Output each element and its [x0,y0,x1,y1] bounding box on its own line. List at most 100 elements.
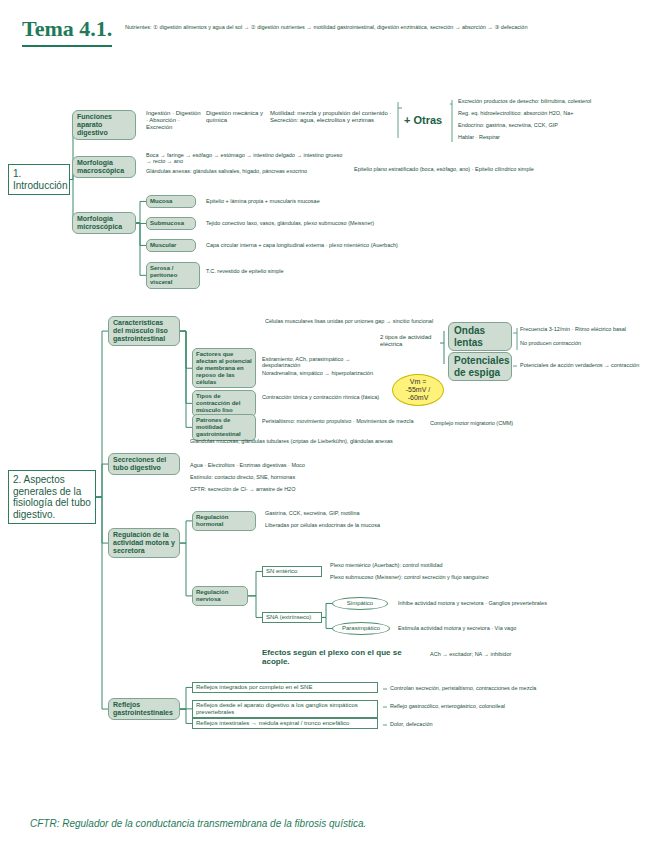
tree-connector [136,223,146,275]
note-text: Reg. eq. hidroelectrolítico: absorción H… [458,110,650,116]
note-text: Controlan secreción, peristaltismo, cont… [390,685,640,691]
note-text: Plexo submucoso (Meissner): control secr… [330,574,610,580]
note-text: Contracción tónica y contracción rítmica… [262,394,442,400]
topic-box: Ondas lentas [448,322,512,351]
node-text: Simpático [338,600,382,607]
topic-box: Reflejos desde el aparato digestivo a lo… [192,700,378,718]
node-text: Morfología macroscópica [77,159,131,175]
topic-box: Morfología microscópica [72,212,136,234]
note-text: Noradrenalina, simpático → hiperpolariza… [262,370,382,376]
note-text: Estímulo: contacto directo, SNE, hormona… [190,474,520,480]
topic-box: Tipos de contracción del músculo liso [192,390,256,417]
note-text: Nutrientes: ① digestión alimentos y agua… [125,24,650,30]
node-text: Serosa / peritoneo visceral [150,265,196,286]
tree-connector [96,331,108,497]
node-text: Submucosa [150,220,192,227]
tree-connector [180,687,192,709]
note-text: 2 tipos de actividad eléctrica [380,334,438,348]
node-text: Regulación nerviosa [196,589,244,603]
tree-connector [322,617,332,628]
note-text: Complejo motor migratorio (CMM) [430,420,580,426]
tree-connector [96,464,108,497]
note-text: Efectos según el plexo con el que se aco… [262,648,422,666]
topic-box: Patrones de motilidad gastrointestinal [192,414,256,441]
note-text: Boca → faringe → esófago → estómago → in… [146,152,346,165]
topic-box: Regulación de la actividad motora y secr… [108,528,180,558]
bracket [450,100,452,142]
note-text: Agua · Electrolitos · Enzimas digestivas… [190,462,520,468]
topic-box: Regulación nerviosa [192,586,248,606]
tree-connector [180,521,192,543]
note-text: Liberadas por células endocrinas de la m… [265,522,505,528]
topic-box: Mucosa [146,195,196,208]
topic-box: Regulación hormonal [192,511,256,531]
title-underline [22,45,112,47]
node-text: 1. Introducción [13,168,65,191]
section-box: 2. Aspectos generales de la fisiología d… [8,470,96,524]
tree-connector [96,497,108,709]
tree-connector [136,223,146,245]
bracket [398,102,402,138]
note-text: Plexo mientérico (Auerbach): control mot… [330,562,590,568]
note-text: ACh → excitador; NA → inhibidor [430,651,610,657]
note-text: Capa circular interna + capa longitudina… [206,242,486,248]
tree-connector [180,543,192,596]
note-text: Frecuencia 3-12/min · Ritmo eléctrico ba… [520,326,650,332]
note-text: Motilidad: mezcla y propulsión del conte… [270,110,394,124]
topic-box: Muscular [146,239,196,252]
node-text: Patrones de motilidad gastrointestinal [196,417,252,438]
topic-box: Factores que afectan al potencial de mem… [192,348,256,388]
bracket [513,328,517,366]
node-text: Reflejos gastrointestinales [113,701,175,717]
note-text: Endocrino: gastrina, secretina, CCK, GIP [458,122,650,128]
node-text: Parasimpático [338,625,384,632]
note-text: Excreción productos de desecho: bilirrub… [458,98,650,104]
topic-box: Reflejos integrados por completo en el S… [192,682,378,693]
note-text: Digestión mecánica y química [206,110,266,124]
topic-box: Submucosa [146,217,196,230]
note-text: Dolor, defecación [390,721,640,727]
topic-box: Secreciones del tubo digestivo [108,453,180,475]
note-text: Inhibe actividad motora y secretora · Ga… [398,600,638,606]
note-text: Estiramiento, ACh, parasimpático → despo… [262,356,382,369]
node-text: Características del músculo liso gastroi… [113,319,175,343]
section-box: 1. Introducción [8,164,70,195]
node-text: Regulación de la actividad motora y secr… [113,531,175,555]
node-text: SNA (extrínseco) [266,614,318,621]
note-text: Potenciales de acción verdaderos → contr… [520,362,650,368]
note-text: Gastrina, CCK, secretina, GIP, motilina [265,510,505,516]
topic-box: SN entérico [262,566,322,577]
note-text: Peristaltismo: movimiento propulsivo · M… [262,418,422,424]
node-text: Reflejos intestinales → médula espinal /… [196,720,374,727]
node-text: Mucosa [150,198,192,205]
note-text: Hablar · Respirar [458,134,650,140]
tree-connector [248,571,262,595]
tree-connector [322,603,332,617]
note-text: Glándulas anexas: glándulas salivales, h… [146,168,346,174]
tree-connector [180,331,192,427]
note-text: CFTR: Regulador de la conductancia trans… [30,818,630,830]
topic-box: SNA (extrínseco) [262,612,322,623]
note-text: Reflejo gastrocólico, enterogástrico, co… [390,703,640,709]
node-text: Regulación hormonal [196,514,252,528]
node-text: Factores que afectan al potencial de mem… [196,351,252,385]
note-text: Tejido conectivo laxo, vasos, glándulas,… [206,220,466,226]
node-text: 2. Aspectos generales de la fisiología d… [13,474,91,520]
leader-line [383,689,387,725]
topic-box: Morfología macroscópica [72,156,136,178]
topic-box: Serosa / peritoneo visceral [146,262,200,289]
bracket [440,331,444,364]
title: Tema 4.1. [22,16,112,42]
note-text: Ingestión · Digestión · Absorción · Excr… [146,110,202,131]
tree-connector [248,596,262,618]
note-text: Glándulas mucosas, glándulas tubulares (… [190,438,520,444]
tree-connector [180,709,192,723]
topic-box: Características del músculo liso gastroi… [108,316,180,346]
note-text: T.C. revestido de epitelio simple [206,268,406,274]
topic-box: Potenciales de espiga [448,352,512,381]
node-text: Morfología microscópica [77,215,131,231]
note-text: Estimula actividad motora y secretora · … [398,625,638,631]
note-text: CFTR: secreción de Cl- → arrastre de H2O [190,486,520,492]
topic-box: Reflejos gastrointestinales [108,698,180,720]
